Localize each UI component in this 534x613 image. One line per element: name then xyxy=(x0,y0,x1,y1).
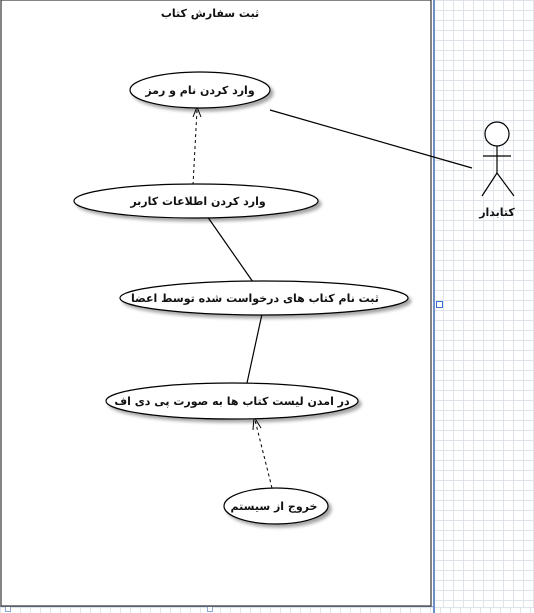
use-case-register-requested-books-label: ثبت نام کتاب های درخواست شده توسط اعضا xyxy=(131,292,379,305)
use-case-export-pdf[interactable]: در امدن لیست کتاب ها به صورت پی دی اف xyxy=(105,382,359,420)
use-case-login[interactable]: وارد کردن نام و رمز xyxy=(129,71,271,109)
association-enter-info-register[interactable] xyxy=(206,215,254,283)
canvas-grid-bottom xyxy=(0,607,534,613)
use-case-login-label: وارد کردن نام و رمز xyxy=(144,84,254,97)
use-case-export-pdf-label: در امدن لیست کتاب ها به صورت پی دی اف xyxy=(114,395,350,408)
actor-head xyxy=(484,121,510,147)
canvas-grid xyxy=(433,0,534,613)
actor-librarian[interactable]: کتابدار xyxy=(478,121,515,219)
actor-left-leg xyxy=(481,172,498,197)
include-logout-to-export[interactable] xyxy=(252,415,273,489)
resize-handle-right[interactable] xyxy=(436,301,443,308)
use-case-logout[interactable]: خروج از سیستم xyxy=(223,487,329,525)
include-enter-info-to-login[interactable] xyxy=(192,105,202,186)
actor-label: کتابدار xyxy=(478,206,515,219)
use-case-enter-user-info[interactable]: وارد کردن اطلاعات کاربر xyxy=(73,183,319,219)
page-boundary xyxy=(433,0,435,613)
actor-right-leg xyxy=(496,172,515,197)
use-case-register-requested-books[interactable]: ثبت نام کتاب های درخواست شده توسط اعضا xyxy=(119,280,409,316)
use-case-logout-label: خروج از سیستم xyxy=(231,500,318,514)
association-register-export[interactable] xyxy=(246,313,263,384)
use-case-enter-user-info-label: وارد کردن اطلاعات کاربر xyxy=(129,195,266,208)
association-actor-login[interactable] xyxy=(269,109,473,169)
system-title: ثبت سفارش کتاب xyxy=(161,7,259,20)
system-boundary[interactable] xyxy=(0,0,432,607)
